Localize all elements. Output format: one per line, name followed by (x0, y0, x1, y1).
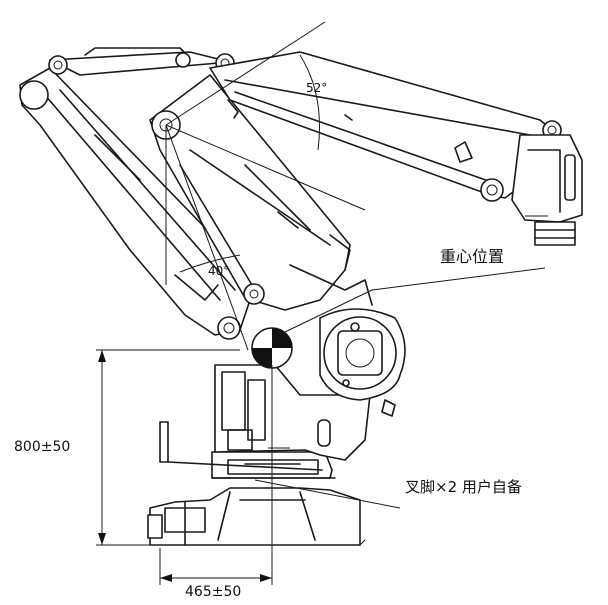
width-dimension (159, 440, 273, 585)
fork-note-label: 叉脚×2 用户自备 (405, 478, 522, 496)
lower-arm (19, 67, 251, 340)
motor-gearbox (319, 308, 406, 401)
fork-lines (159, 421, 401, 509)
base-platform (147, 487, 366, 546)
center-of-gravity-marker (251, 327, 293, 449)
height-dimension (96, 349, 240, 546)
upper-arm-column (149, 74, 373, 311)
angle-top-label: 52° (306, 81, 327, 95)
base-column (214, 364, 396, 461)
balance-link (48, 47, 235, 76)
width-dimension-label: 465±50 (185, 584, 241, 600)
wrist-end-effector (511, 134, 583, 246)
angle-mid-label: 40° (208, 264, 229, 278)
forearm (209, 51, 566, 202)
cog-leader-line (284, 267, 546, 333)
center-of-gravity-label: 重心位置 (440, 247, 504, 266)
height-dimension-label: 800±50 (14, 439, 70, 455)
angle-lines (165, 21, 366, 351)
